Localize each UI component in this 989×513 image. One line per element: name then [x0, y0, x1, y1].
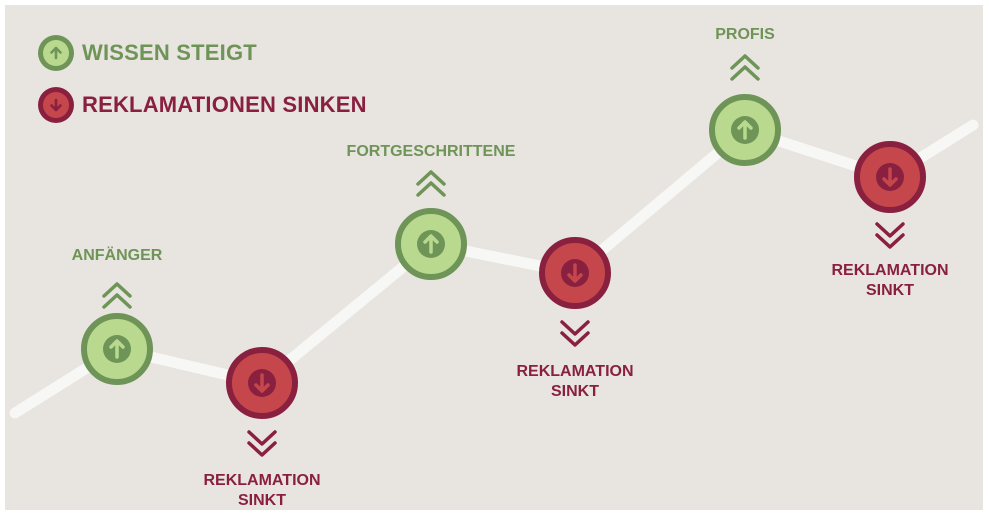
legend-down-label: REKLAMATIONEN SINKEN [82, 92, 367, 117]
node-fortgeschrittene [395, 170, 467, 280]
label-line-1: REKLAMATION [516, 363, 634, 380]
label-line-2: SINKT [551, 383, 599, 400]
legend-up-label: WISSEN STEIGT [82, 40, 257, 65]
node-reklamation-3 [854, 141, 926, 249]
double-chevron-up-icon [102, 282, 132, 309]
double-chevron-down-icon [560, 320, 590, 347]
node-reklamation-2 [539, 237, 611, 347]
double-chevron-up-icon [416, 170, 446, 197]
label-fortgeschrittene: FORTGESCHRITTENE [346, 143, 516, 160]
legend-down: REKLAMATIONEN SINKEN [38, 87, 367, 123]
label-line-2: SINKT [866, 282, 914, 299]
label-profis: PROFIS [715, 26, 775, 43]
label-reklamation-2: REKLAMATION SINKT [495, 362, 655, 402]
label-line-1: REKLAMATION [203, 472, 321, 489]
node-profis [709, 54, 781, 166]
double-chevron-up-icon [730, 54, 760, 81]
double-chevron-down-icon [247, 430, 277, 457]
node-reklamation-1 [226, 347, 298, 457]
label-line-2: SINKT [238, 492, 286, 509]
label-reklamation-3: REKLAMATION SINKT [810, 261, 970, 301]
legend-up: WISSEN STEIGT [38, 35, 257, 71]
arrow-down-circle-icon [38, 87, 74, 123]
label-anfaenger: ANFÄNGER [71, 247, 163, 264]
label-line-1: REKLAMATION [831, 262, 949, 279]
node-anfaenger [81, 282, 153, 385]
double-chevron-down-icon [875, 222, 905, 249]
label-reklamation-1: REKLAMATION SINKT [182, 471, 342, 511]
arrow-up-circle-icon [38, 35, 74, 71]
